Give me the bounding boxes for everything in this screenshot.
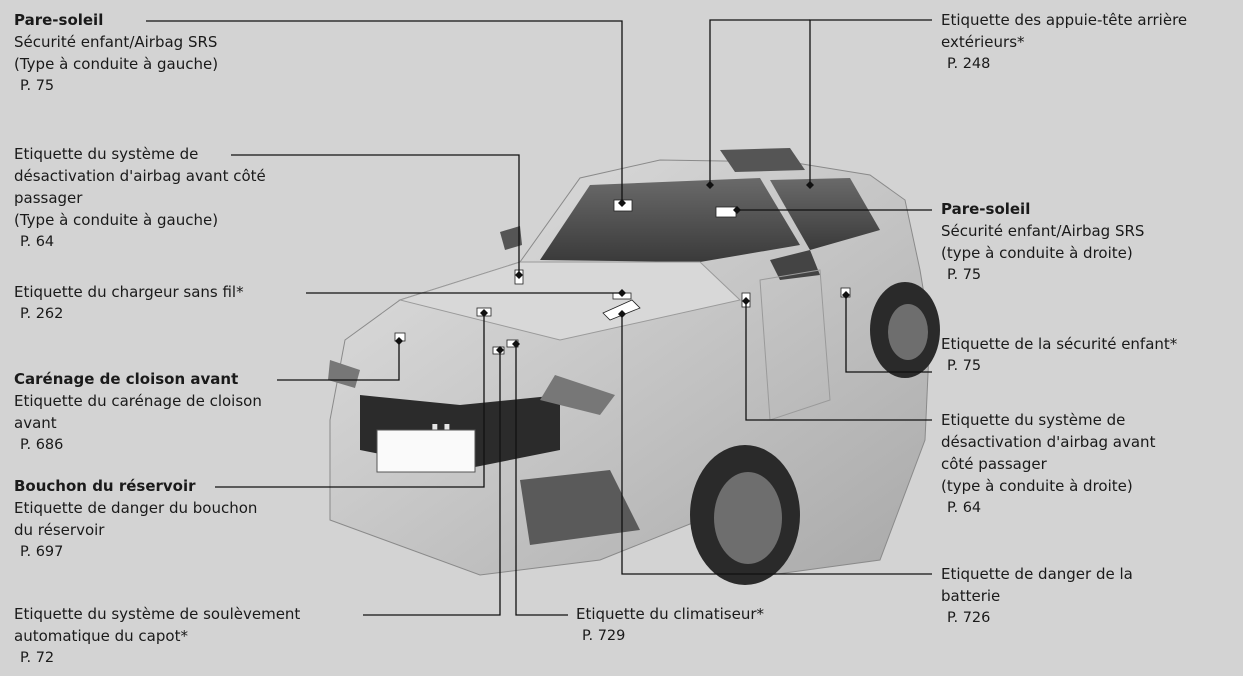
label-bulkhead-cover: Carénage de cloison avant Etiquette du c… [14, 368, 262, 456]
label-title: Carénage de cloison avant [14, 368, 262, 390]
label-line: (Type à conduite à gauche) [14, 53, 218, 75]
label-line: Etiquette du carénage de cloison [14, 390, 262, 412]
label-line: Etiquette du chargeur sans fil* [14, 281, 244, 303]
page-ref[interactable]: P. 729 [576, 625, 764, 647]
car-sunroof [720, 148, 805, 172]
label-line: Etiquette des appuie-tête arrière [941, 9, 1187, 31]
label-line: Etiquette de danger de la [941, 563, 1133, 585]
tag-sunvisor-right [716, 207, 736, 217]
label-line: Sécurité enfant/Airbag SRS [941, 220, 1144, 242]
page-ref[interactable]: P. 262 [14, 303, 244, 325]
label-line: Etiquette du système de [941, 409, 1155, 431]
leader-headrests-right [810, 20, 932, 185]
label-title: Pare-soleil [14, 9, 218, 31]
label-reservoir-cap: Bouchon du réservoir Etiquette de danger… [14, 475, 257, 563]
label-line: passager [14, 187, 266, 209]
label-line: Etiquette de la sécurité enfant* [941, 333, 1177, 355]
label-hood-lift: Etiquette du système de soulèvement auto… [14, 603, 300, 669]
page-ref[interactable]: P. 75 [14, 75, 218, 97]
label-title: Pare-soleil [941, 198, 1144, 220]
page-ref[interactable]: P. 75 [941, 264, 1144, 286]
label-line: Etiquette du système de [14, 143, 266, 165]
label-line: avant [14, 412, 262, 434]
label-line: extérieurs* [941, 31, 1187, 53]
label-line: côté passager [941, 453, 1155, 475]
label-wireless-charger: Etiquette du chargeur sans fil* P. 262 [14, 281, 244, 325]
label-passenger-airbag-right: Etiquette du système de désactivation d'… [941, 409, 1155, 519]
page-ref[interactable]: P. 72 [14, 647, 300, 669]
label-line: Sécurité enfant/Airbag SRS [14, 31, 218, 53]
page-ref[interactable]: P. 75 [941, 355, 1177, 377]
label-battery: Etiquette de danger de la batterie P. 72… [941, 563, 1133, 629]
label-line: (type à conduite à droite) [941, 475, 1155, 497]
label-air-conditioner: Etiquette du climatiseur* P. 729 [576, 603, 764, 647]
page-ref[interactable]: P. 64 [941, 497, 1155, 519]
page-ref[interactable]: P. 64 [14, 231, 266, 253]
label-line: (Type à conduite à gauche) [14, 209, 266, 231]
page-ref[interactable]: P. 726 [941, 607, 1133, 629]
page-ref[interactable]: P. 686 [14, 434, 262, 456]
car-illustration: H [328, 148, 940, 585]
label-line: du réservoir [14, 519, 257, 541]
label-sunvisor-left: Pare-soleil Sécurité enfant/Airbag SRS (… [14, 9, 218, 97]
label-line: batterie [941, 585, 1133, 607]
label-child-safety: Etiquette de la sécurité enfant* P. 75 [941, 333, 1177, 377]
leader-airbag-left [231, 155, 519, 275]
label-line: Etiquette du climatiseur* [576, 603, 764, 625]
label-line: (type à conduite à droite) [941, 242, 1144, 264]
label-line: Etiquette de danger du bouchon [14, 497, 257, 519]
label-line: automatique du capot* [14, 625, 300, 647]
label-title: Bouchon du réservoir [14, 475, 257, 497]
label-rear-headrests: Etiquette des appuie-tête arrière extéri… [941, 9, 1187, 75]
page-ref[interactable]: P. 697 [14, 541, 257, 563]
car-license-plate [377, 430, 475, 472]
label-line: désactivation d'airbag avant côté [14, 165, 266, 187]
label-line: désactivation d'airbag avant [941, 431, 1155, 453]
label-passenger-airbag-left: Etiquette du système de désactivation d'… [14, 143, 266, 253]
page-ref[interactable]: P. 248 [941, 53, 1187, 75]
label-sunvisor-right: Pare-soleil Sécurité enfant/Airbag SRS (… [941, 198, 1144, 286]
label-line: Etiquette du système de soulèvement [14, 603, 300, 625]
